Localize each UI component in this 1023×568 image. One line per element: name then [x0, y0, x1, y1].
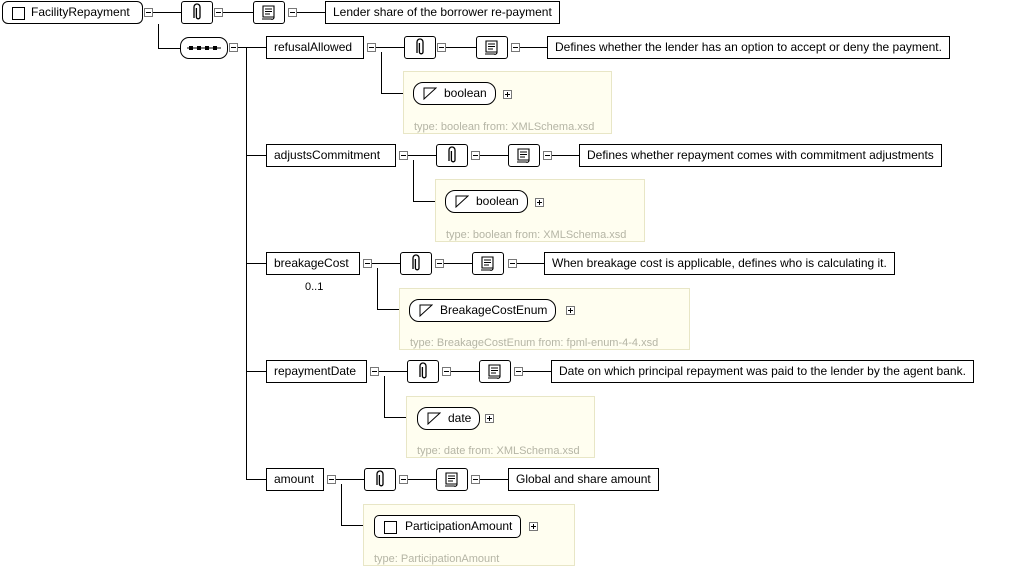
annotation-clip-icon[interactable]: [404, 36, 436, 59]
expand-toggle[interactable]: [535, 198, 544, 207]
element-refusal-allowed[interactable]: refusalAllowed: [266, 36, 364, 59]
documentation-scroll-icon[interactable]: [508, 144, 540, 167]
element-toggle[interactable]: [327, 475, 336, 484]
type-caption: type: ParticipationAmount: [374, 553, 500, 565]
annotation-toggle[interactable]: [399, 475, 408, 484]
simple-type-icon: [419, 304, 433, 317]
expand-toggle[interactable]: [485, 414, 494, 423]
element-breakage-cost[interactable]: breakageCost: [266, 252, 360, 275]
annotation-clip-icon[interactable]: [181, 1, 213, 24]
simple-type-box[interactable]: BreakageCostEnum: [409, 299, 557, 322]
collapse-toggle[interactable]: [144, 8, 153, 17]
occurrence-label: 0..1: [305, 281, 324, 293]
element-toggle[interactable]: [367, 43, 376, 52]
simple-type-box[interactable]: boolean: [445, 190, 528, 213]
type-caption: type: boolean from: XMLSchema.xsd: [414, 121, 595, 133]
sequence-compositor[interactable]: [180, 37, 228, 59]
type-panel: boolean type: boolean from: XMLSchema.xs…: [403, 71, 612, 134]
element-toggle[interactable]: [399, 151, 408, 160]
documentation-toggle[interactable]: [514, 367, 523, 376]
documentation-toggle[interactable]: [508, 259, 517, 268]
documentation-scroll-icon[interactable]: [476, 36, 508, 59]
complex-type-box[interactable]: ParticipationAmount: [374, 515, 522, 538]
annotation-clip-icon[interactable]: [400, 252, 432, 275]
complex-type-icon: [12, 7, 25, 20]
element-adjusts-commitment[interactable]: adjustsCommitment: [266, 144, 396, 167]
documentation-scroll-icon[interactable]: [253, 1, 285, 24]
simple-type-box[interactable]: date: [417, 407, 481, 430]
element-documentation: Defines whether the lender has an option…: [547, 36, 950, 59]
annotation-clip-icon[interactable]: [407, 360, 439, 383]
annotation-toggle[interactable]: [471, 151, 480, 160]
root-documentation: Lender share of the borrower re-payment: [325, 1, 560, 24]
documentation-toggle[interactable]: [471, 475, 480, 484]
annotation-clip-icon[interactable]: [436, 144, 468, 167]
sequence-toggle[interactable]: [229, 43, 238, 52]
documentation-scroll-icon[interactable]: [436, 468, 468, 491]
element-documentation: When breakage cost is applicable, define…: [544, 252, 895, 275]
complex-type-icon: [384, 521, 397, 534]
type-caption: type: date from: XMLSchema.xsd: [417, 445, 580, 457]
annotation-toggle[interactable]: [435, 259, 444, 268]
type-caption: type: boolean from: XMLSchema.xsd: [446, 229, 627, 241]
expand-toggle[interactable]: [503, 90, 512, 99]
type-panel: BreakageCostEnum type: BreakageCostEnum …: [399, 288, 690, 350]
element-amount[interactable]: amount: [266, 468, 324, 491]
annotation-toggle[interactable]: [437, 43, 446, 52]
element-documentation: Global and share amount: [508, 468, 659, 491]
element-toggle[interactable]: [370, 367, 379, 376]
simple-type-icon: [455, 195, 469, 208]
type-panel: date type: date from: XMLSchema.xsd: [406, 396, 595, 458]
documentation-toggle[interactable]: [288, 8, 297, 17]
annotation-toggle[interactable]: [442, 367, 451, 376]
element-toggle[interactable]: [363, 259, 372, 268]
annotation-toggle[interactable]: [214, 8, 223, 17]
element-documentation: Defines whether repayment comes with com…: [579, 144, 942, 167]
element-documentation: Date on which principal repayment was pa…: [551, 360, 974, 383]
documentation-scroll-icon[interactable]: [472, 252, 504, 275]
documentation-toggle[interactable]: [543, 151, 552, 160]
simple-type-icon: [423, 87, 437, 100]
type-panel: boolean type: boolean from: XMLSchema.xs…: [435, 179, 645, 242]
expand-toggle[interactable]: [566, 306, 575, 315]
element-repayment-date[interactable]: repaymentDate: [266, 360, 367, 383]
documentation-scroll-icon[interactable]: [479, 360, 511, 383]
annotation-clip-icon[interactable]: [364, 468, 396, 491]
expand-toggle[interactable]: [529, 522, 538, 531]
simple-type-icon: [427, 412, 441, 425]
documentation-toggle[interactable]: [511, 43, 520, 52]
simple-type-box[interactable]: boolean: [413, 82, 496, 105]
root-element-box[interactable]: FacilityRepayment: [2, 1, 143, 24]
type-caption: type: BreakageCostEnum from: fpml-enum-4…: [410, 337, 659, 349]
type-panel: ParticipationAmount type: ParticipationA…: [363, 504, 575, 566]
root-element-name: FacilityRepayment: [31, 5, 130, 19]
